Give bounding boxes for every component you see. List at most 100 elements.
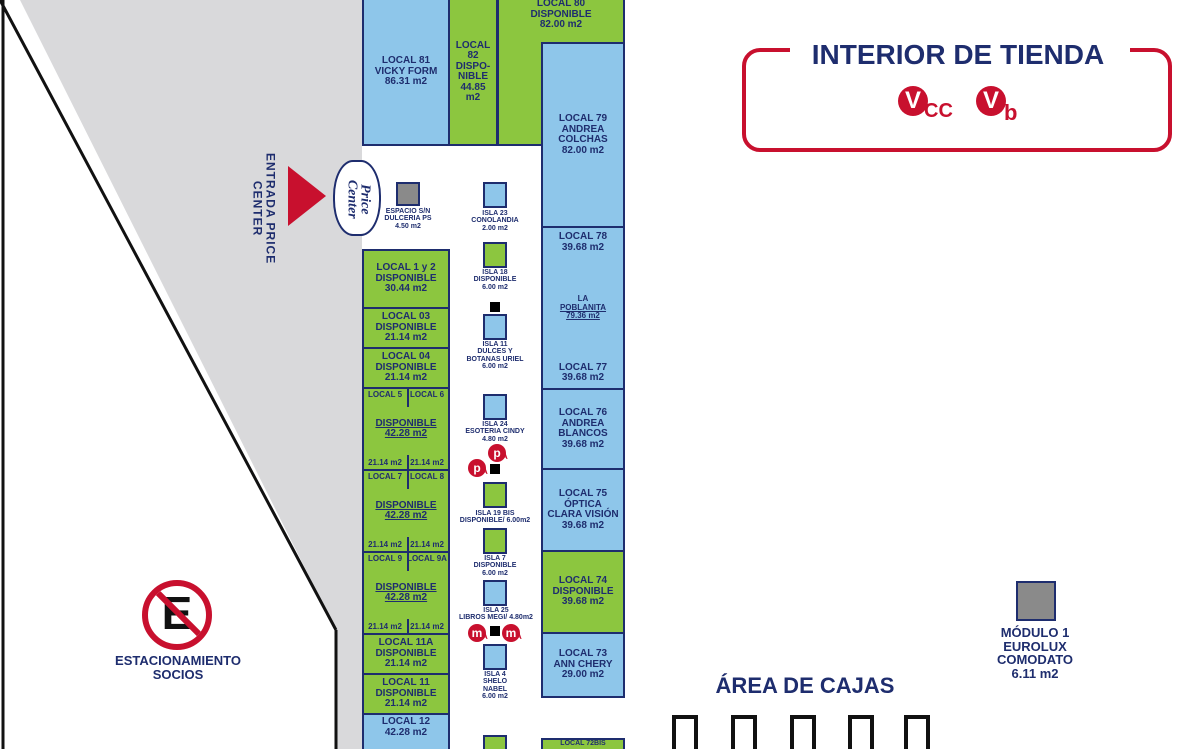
isla-18-label: ISLA 18 DISPONIBLE 6.00 m2	[455, 269, 535, 291]
local-78-line1: LOCAL 78	[558, 231, 608, 242]
local-11[interactable]: LOCAL 11 DISPONIBLE 21.14 m2	[362, 673, 450, 715]
modulo-line1: MÓDULO 1	[1000, 625, 1070, 640]
local-7-label: LOCAL 7	[367, 472, 403, 481]
local-03-line3: 21.14 m2	[384, 332, 428, 344]
column-marker	[490, 626, 500, 636]
isla-4-box[interactable]	[483, 644, 507, 670]
isla-25-label: ISLA 25 LIBROS MEGI/ 4.80m2	[450, 607, 542, 622]
local-76[interactable]: LOCAL 76 ANDREA BLANCOS 39.68 m2	[541, 388, 625, 470]
local-5-area: 21.14 m2	[368, 457, 402, 467]
local-74[interactable]: LOCAL 74 DISPONIBLE 39.68 m2	[541, 550, 625, 634]
local-82-line3: DISPO-	[455, 60, 491, 72]
isla-7-box[interactable]	[483, 528, 507, 554]
local-81[interactable]: LOCAL 81 VICKY FORM 86.31 m2	[362, 0, 450, 146]
local-1-2-line2: DISPONIBLE	[375, 272, 437, 284]
local-74-line3: 39.68 m2	[561, 596, 605, 608]
isla-7-line1: ISLA 7	[484, 555, 506, 562]
local-72bis[interactable]: LOCAL 72BIS	[541, 738, 625, 749]
isla-4-line4: 6.00 m2	[482, 693, 508, 701]
isla-bottom-box[interactable]	[483, 735, 507, 749]
local-12[interactable]: LOCAL 12 42.28 m2	[362, 713, 450, 749]
local-77-line2: 39.68 m2	[561, 372, 605, 384]
local-79-line2: ANDREA	[561, 123, 605, 135]
isla-18-line3: 6.00 m2	[482, 283, 508, 291]
local-7-8-mid2: 42.28 m2	[384, 510, 428, 521]
local-74-line1: LOCAL 74	[558, 575, 608, 587]
vb-subscript: b	[1004, 100, 1018, 125]
local-1-y-2[interactable]: LOCAL 1 y 2 DISPONIBLE 30.44 m2	[362, 249, 450, 309]
local-82[interactable]: LOCAL 82 DISPO- NIBLE 44.85 m2	[448, 0, 498, 146]
logo-line1: Price	[357, 184, 373, 215]
local-75-line4: 39.68 m2	[561, 519, 605, 531]
local-04-line1: LOCAL 04	[381, 351, 431, 363]
isla-11-line1: ISLA 11	[482, 341, 508, 348]
local-8-label: LOCAL 8	[409, 472, 445, 481]
local-73[interactable]: LOCAL 73 ANN CHERY 29.00 m2	[541, 632, 625, 698]
caja-4	[848, 715, 874, 749]
local-76-line4: 39.68 m2	[561, 438, 605, 450]
isla-11-box[interactable]	[483, 314, 507, 340]
local-5-6[interactable]: LOCAL 5 LOCAL 6 DISPONIBLE 42.28 m2 21.1…	[362, 387, 450, 471]
isla-19-line2: DISPONIBLE/ 6.00m2	[459, 517, 531, 525]
local-78-77-block[interactable]: LOCAL 78 39.68 m2 LA POBLANITA 79.36 m2 …	[541, 226, 625, 390]
local-76-line2: ANDREA	[561, 417, 605, 429]
la-poblanita-line1: LA	[577, 294, 589, 304]
isla-23-line3: 2.00 m2	[482, 224, 508, 232]
espacio-line2: DULCERIA PS	[384, 215, 432, 223]
parking-label: ESTACIONAMIENTO SOCIOS	[90, 654, 266, 681]
la-poblanita[interactable]: LA POBLANITA 79.36 m2	[559, 294, 607, 321]
local-79-line3: COLCHAS	[558, 134, 608, 145]
local-77[interactable]: LOCAL 77 39.68 m2	[559, 362, 607, 384]
isla-11-line3: BOTANAS URIEL	[466, 355, 524, 363]
local-78-line2: 39.68 m2	[561, 241, 605, 253]
local-73-line3: 29.00 m2	[561, 669, 605, 681]
caja-2	[731, 715, 757, 749]
caja-5	[904, 715, 930, 749]
local-75-line1: LOCAL 75	[558, 488, 608, 499]
local-9-9a[interactable]: LOCAL 9 LOCAL 9A DISPONIBLE 42.28 m2 21.…	[362, 551, 450, 635]
isla-7-line2: DISPONIBLE	[473, 562, 517, 570]
isla-24-line2: ESOTERIA CINDY	[465, 428, 525, 436]
parking-line1: ESTACIONAMIENTO	[115, 653, 241, 668]
local-82-line6: m2	[465, 92, 481, 103]
isla-24-line3: 4.80 m2	[482, 435, 508, 443]
local-9a-label: LOCAL 9A	[407, 554, 447, 563]
isla-18-box[interactable]	[483, 242, 507, 268]
local-80[interactable]: LOCAL 80 DISPONIBLE 82.00 m2	[497, 0, 625, 44]
entrance-label: ENTRADA PRICE CENTER	[251, 149, 278, 269]
local-7-8[interactable]: LOCAL 7 LOCAL 8 DISPONIBLE 42.28 m2 21.1…	[362, 469, 450, 553]
local-79[interactable]: LOCAL 79 ANDREA COLCHAS 82.00 m2	[541, 42, 625, 228]
la-poblanita-line2: POBLANITA	[559, 302, 607, 312]
local-78[interactable]: LOCAL 78 39.68 m2	[558, 231, 608, 253]
local-6-area: 21.14 m2	[410, 457, 444, 467]
local-9a-area: 21.14 m2	[410, 621, 444, 631]
local-1-2-line1: LOCAL 1 y 2	[376, 262, 436, 274]
local-03[interactable]: LOCAL 03 DISPONIBLE 21.14 m2	[362, 307, 450, 349]
local-11a[interactable]: LOCAL 11A DISPONIBLE 21.14 m2	[362, 633, 450, 675]
modulo-1-label: MÓDULO 1 EUROLUX COMODATO 6.11 m2	[970, 626, 1100, 681]
local-76-line1: LOCAL 76	[558, 407, 608, 418]
isla-7-label: ISLA 7 DISPONIBLE 6.00 m2	[455, 555, 535, 577]
isla-11-line2: DULCES Y	[477, 348, 513, 356]
local-04[interactable]: LOCAL 04 DISPONIBLE 21.14 m2	[362, 347, 450, 389]
local-73-line2: ANN CHERY	[553, 658, 613, 670]
isla-23-box[interactable]	[483, 182, 507, 208]
local-73-line1: LOCAL 73	[558, 648, 608, 660]
isla-19-box[interactable]	[483, 482, 507, 508]
isla-4-label: ISLA 4 SHELO NABEL 6.00 m2	[455, 671, 535, 700]
espacio-sn-box[interactable]	[396, 182, 420, 206]
isla-4-line2: SHELO	[482, 678, 508, 686]
isla-23-line1: ISLA 23	[482, 210, 508, 217]
isla-4-line1: ISLA 4	[484, 671, 506, 678]
local-11a-line2: DISPONIBLE	[375, 647, 437, 659]
local-5-label: LOCAL 5	[367, 390, 403, 399]
local-7-area: 21.14 m2	[368, 539, 402, 549]
isla-24-box[interactable]	[483, 394, 507, 420]
local-75[interactable]: LOCAL 75 ÓPTICA CLARA VISIÓN 39.68 m2	[541, 468, 625, 552]
modulo-1-box[interactable]	[1016, 581, 1056, 621]
isla-25-box[interactable]	[483, 580, 507, 606]
